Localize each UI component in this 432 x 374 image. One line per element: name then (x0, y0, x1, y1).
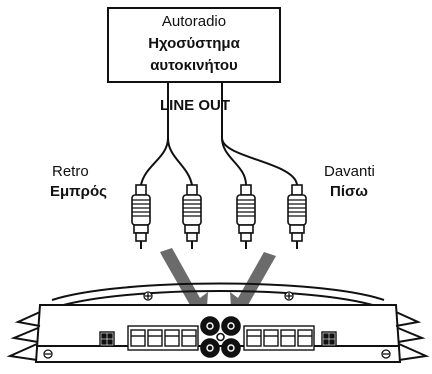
speaker-terminals-left (127, 325, 199, 351)
power-connector-left (99, 331, 115, 347)
source-subtitle-2: αυτοκινήτου (150, 57, 238, 74)
source-subtitle-1: Ηχοσύστημα (148, 35, 240, 52)
right-label-line1: Davanti (324, 163, 375, 180)
screw-icon (43, 291, 391, 359)
line-out-label: LINE OUT (160, 97, 230, 114)
car-audio-box: Autoradio Ηχοσύστημα αυτοκινήτου (107, 7, 281, 83)
power-connector-right (321, 331, 337, 347)
rca-plug-right-1 (236, 184, 256, 250)
speaker-terminals-right (243, 325, 315, 351)
left-label-line2: Εμπρός (50, 183, 107, 200)
source-title: Autoradio (162, 13, 226, 30)
left-label-line1: Retro (52, 163, 89, 180)
rca-plug-left-2 (182, 184, 202, 250)
line-out-cables (140, 82, 298, 186)
right-label-line2: Πίσω (330, 183, 368, 200)
rca-input-jacks (200, 316, 241, 358)
rca-plug-left-1 (131, 184, 151, 250)
rca-plug-right-2 (287, 184, 307, 250)
